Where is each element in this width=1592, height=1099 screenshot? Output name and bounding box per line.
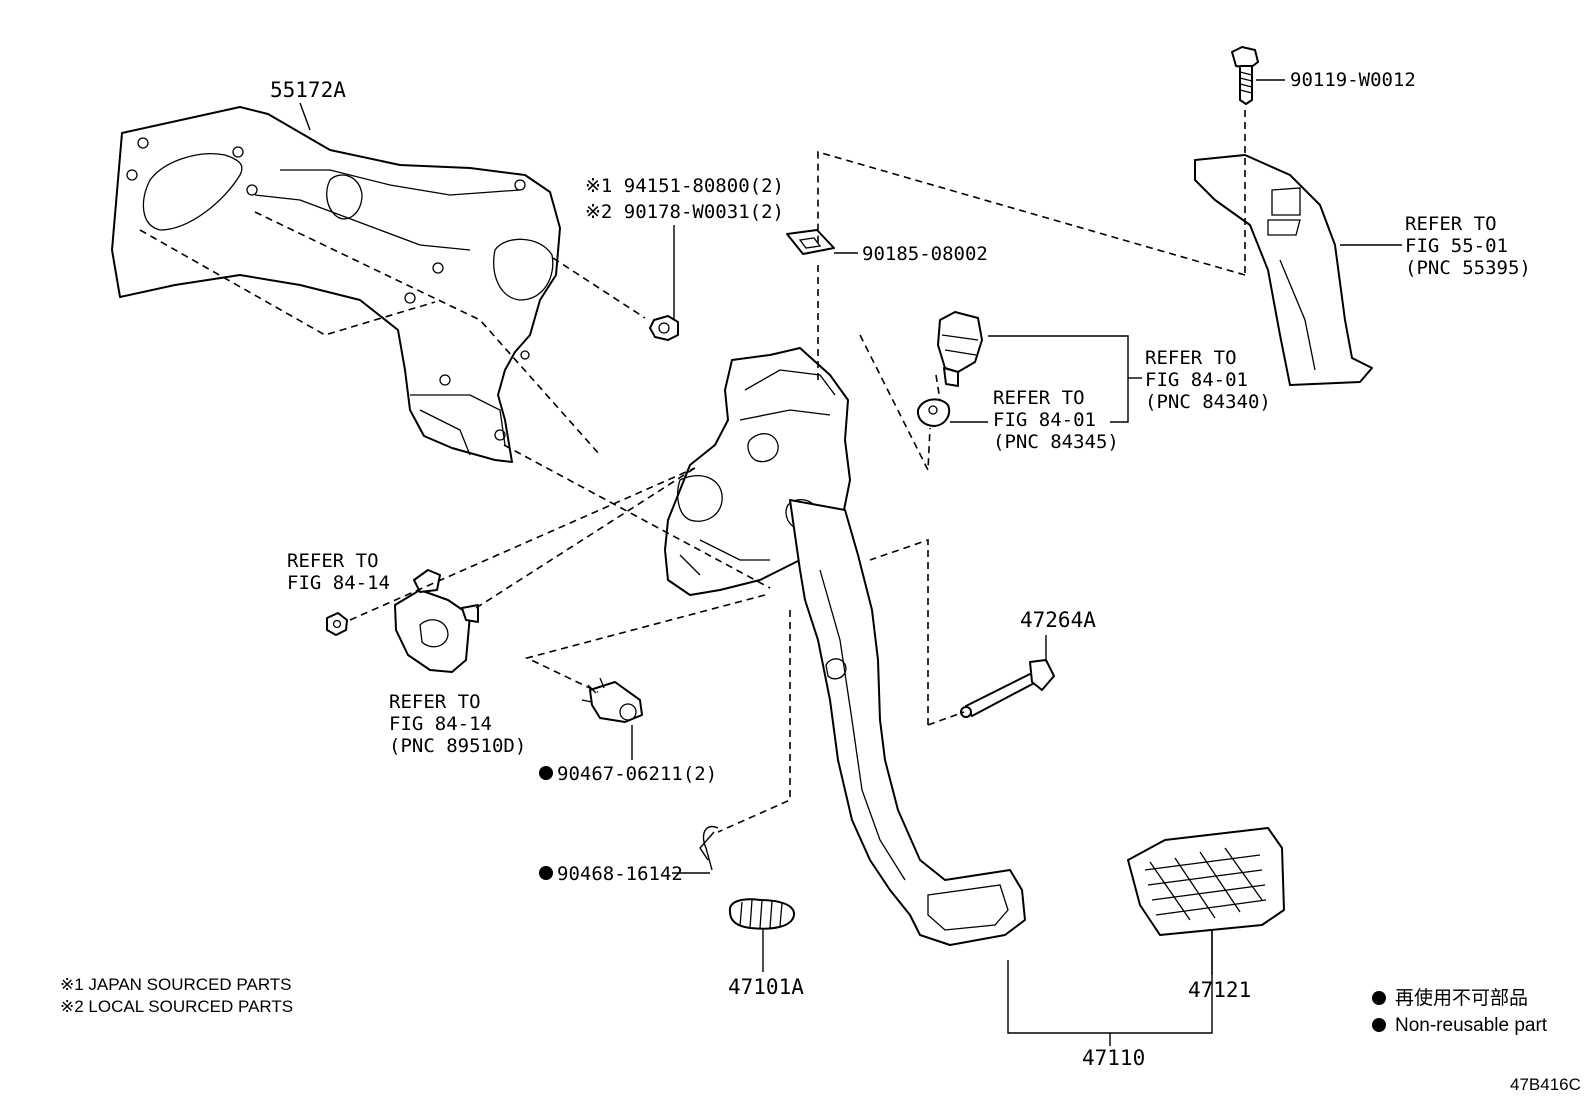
leader-lines: [299, 79, 1402, 1046]
pedal-support-bracket: [111, 106, 561, 463]
sensor-nut: [326, 612, 348, 636]
refer-fig-84345-line2: FIG 84-01: [993, 409, 1096, 431]
part-label-90178: ※2 90178-W0031(2): [585, 201, 784, 223]
pedal-arm: [789, 499, 1026, 946]
part-label-90185: 90185-08002: [862, 243, 988, 265]
part-label-47121: 47121: [1188, 978, 1251, 1002]
stopper-cushion: [581, 677, 643, 723]
retaining-clip: [699, 825, 719, 871]
legend-non-reusable-text: Non-reusable part: [1395, 1015, 1548, 1036]
part-label-90467: 90467-06211(2): [557, 763, 717, 785]
refer-fig-84345-line3: (PNC 84345): [993, 431, 1119, 453]
part-label-90468: 90468-16142: [557, 863, 683, 885]
footnote-japan-sourced: ※1 JAPAN SOURCED PARTS: [60, 975, 292, 994]
non-reusable-marker: [539, 866, 553, 880]
non-reusable-marker: [539, 766, 553, 780]
refer-fig-55-01-line3: (PNC 55395): [1405, 257, 1531, 279]
part-label-55172a: 55172A: [270, 78, 346, 102]
refer-fig-84-14-a-line2: FIG 84-14: [287, 572, 390, 594]
refer-fig-84-14-a-line1: REFER TO: [287, 550, 379, 572]
legend-marker: [1372, 1018, 1386, 1032]
part-label-94151: ※1 94151-80800(2): [585, 175, 784, 197]
part-label-47110: 47110: [1082, 1046, 1145, 1070]
stop-lamp-switch: [937, 311, 983, 387]
pedal-position-sensor: [394, 569, 479, 673]
refer-fig-84-14-b-line3: (PNC 89510D): [389, 735, 526, 757]
refer-fig-84-14-b-line2: FIG 84-14: [389, 713, 492, 735]
pedal-pin: [960, 659, 1055, 718]
refer-fig-84340-line3: (PNC 84340): [1145, 391, 1271, 413]
refer-fig-55-01-line2: FIG 55-01: [1405, 235, 1508, 257]
flange-nut: [649, 315, 679, 341]
refer-fig-84340-line1: REFER TO: [1145, 347, 1237, 369]
legend-marker: [1372, 991, 1386, 1005]
switch-cushion: [916, 398, 951, 427]
footnote-local-sourced: ※2 LOCAL SOURCED PARTS: [60, 997, 293, 1016]
part-label-47264a: 47264A: [1020, 608, 1096, 632]
refer-fig-84340-line2: FIG 84-01: [1145, 369, 1248, 391]
legend-japanese-text: 再使用不可部品: [1395, 987, 1528, 1009]
figure-code: 47B416C: [1510, 1075, 1581, 1094]
assembly-guide-lines: [139, 110, 1246, 833]
return-spring: [728, 898, 795, 930]
part-label-47101a: 47101A: [728, 975, 804, 999]
nut-clip: [786, 229, 835, 255]
pedal-bracket-bracket: [1194, 154, 1373, 386]
refer-fig-55-01-line1: REFER TO: [1405, 213, 1497, 235]
pedal-pad: [1127, 827, 1285, 936]
bolt: [1231, 46, 1259, 105]
refer-fig-84-14-b-line1: REFER TO: [389, 691, 481, 713]
part-label-90119: 90119-W0012: [1290, 69, 1416, 91]
refer-fig-84345-line1: REFER TO: [993, 387, 1085, 409]
